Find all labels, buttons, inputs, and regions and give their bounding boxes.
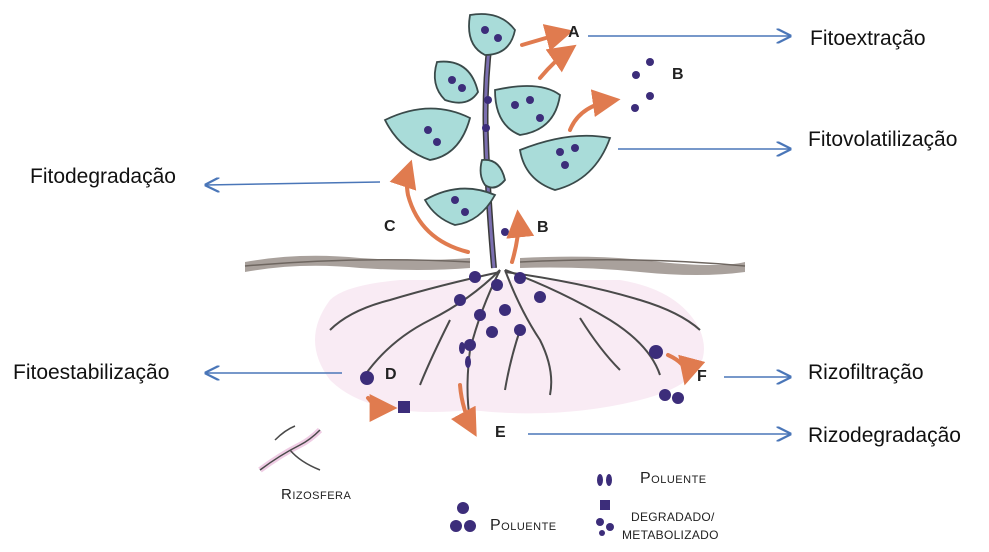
legend-poluente-degradado-2: degradado/ xyxy=(631,510,715,524)
leaf-lower-left xyxy=(425,189,495,225)
leaf-top xyxy=(469,14,515,55)
legend-poluente-degradado-3: metabolizado xyxy=(622,528,719,542)
label-fitoestabilizacao: Fitoestabilização xyxy=(13,361,169,385)
letter-e: E xyxy=(495,424,506,442)
legend-poluente: Poluente xyxy=(490,517,557,535)
leaf-low-small xyxy=(481,160,505,188)
flow-arrow-b-stem xyxy=(512,215,518,262)
plant-stem xyxy=(486,40,495,268)
rhizosphere-zone xyxy=(315,280,704,413)
legend-rizosfera: Rizosfera xyxy=(281,486,351,503)
letter-b-stem: B xyxy=(537,219,549,237)
rhizosphere-legend-sketch xyxy=(260,426,320,470)
letter-c: C xyxy=(384,218,396,236)
flow-arrow-a1 xyxy=(522,32,568,45)
pointer-fitodegradacao xyxy=(206,182,380,185)
label-rizodegradacao: Rizodegradação xyxy=(808,424,961,448)
letter-d: D xyxy=(385,366,397,384)
label-fitodegradacao: Fitodegradação xyxy=(30,165,176,189)
leaf-mid-left xyxy=(385,108,470,160)
leaf-upper-left xyxy=(435,62,478,103)
flow-arrow-a2 xyxy=(540,48,572,78)
label-fitovolatilizacao: Fitovolatilização xyxy=(808,128,957,152)
legend-poluente-degradado-1: Poluente xyxy=(640,470,707,488)
letter-f: F xyxy=(697,368,707,386)
letter-b-top: B xyxy=(672,66,684,84)
flow-arrow-b-top xyxy=(570,100,615,130)
label-rizofiltracao: Rizofiltração xyxy=(808,361,924,385)
label-fitoextracao: Fitoextração xyxy=(810,27,926,51)
leaf-upper-right xyxy=(495,86,560,135)
letter-a: A xyxy=(568,24,580,42)
